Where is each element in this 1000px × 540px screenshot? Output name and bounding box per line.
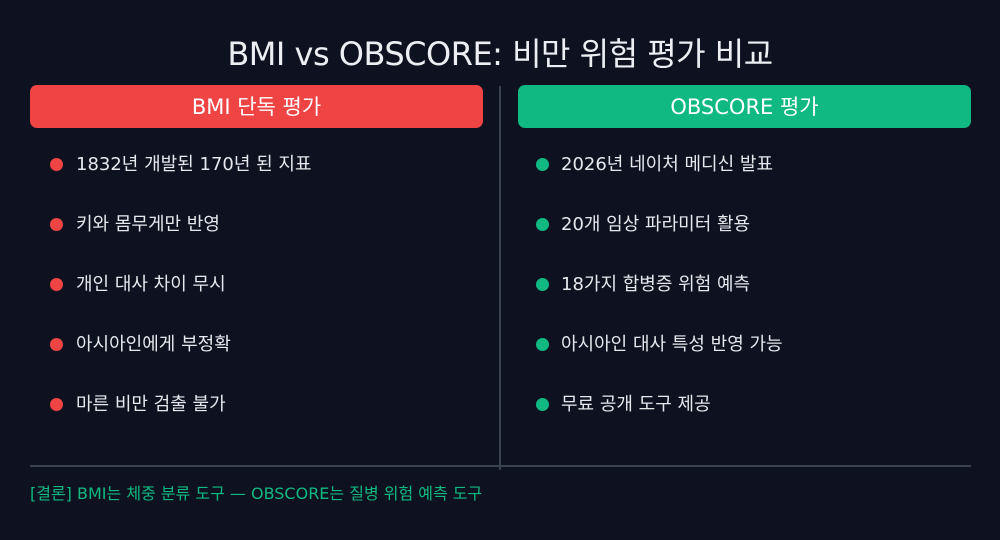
list-item-text: 20개 임상 파라미터 활용: [561, 214, 751, 235]
bullet-dot-icon: [50, 158, 63, 171]
bmi-column: BMI 단독 평가 1832년 개발된 170년 된 지표 키와 몸무게만 반영…: [30, 85, 483, 415]
bullet-dot-icon: [536, 218, 549, 231]
conclusion-text: [결론] BMI는 체중 분류 도구 — OBSCORE는 질병 위험 예측 도…: [30, 484, 483, 503]
horizontal-divider: [30, 465, 971, 467]
bullet-dot-icon: [50, 278, 63, 291]
page-title: BMI vs OBSCORE: 비만 위험 평가 비교: [227, 35, 773, 73]
list-item-text: 무료 공개 도구 제공: [561, 394, 711, 415]
vertical-divider: [499, 86, 501, 470]
bullet-dot-icon: [536, 398, 549, 411]
bullet-dot-icon: [536, 278, 549, 291]
list-item-text: 18가지 합병증 위험 예측: [561, 274, 751, 295]
list-item-text: 아시아인에게 부정확: [76, 334, 231, 355]
list-item-text: 2026년 네이처 메디신 발표: [561, 154, 774, 175]
obscore-column: OBSCORE 평가 2026년 네이처 메디신 발표 20개 임상 파라미터 …: [518, 85, 971, 415]
bullet-dot-icon: [536, 158, 549, 171]
bullet-dot-icon: [50, 218, 63, 231]
list-item-text: 아시아인 대사 특성 반영 가능: [561, 334, 783, 355]
list-item-text: 마른 비만 검출 불가: [76, 394, 226, 415]
list-item-text: 개인 대사 차이 무시: [76, 274, 226, 295]
bullet-dot-icon: [50, 338, 63, 351]
bmi-column-header: BMI 단독 평가: [30, 85, 483, 128]
bullet-dot-icon: [50, 398, 63, 411]
bullet-dot-icon: [536, 338, 549, 351]
list-item-text: 1832년 개발된 170년 된 지표: [76, 154, 312, 175]
obscore-column-header: OBSCORE 평가: [518, 85, 971, 128]
list-item-text: 키와 몸무게만 반영: [76, 214, 220, 235]
